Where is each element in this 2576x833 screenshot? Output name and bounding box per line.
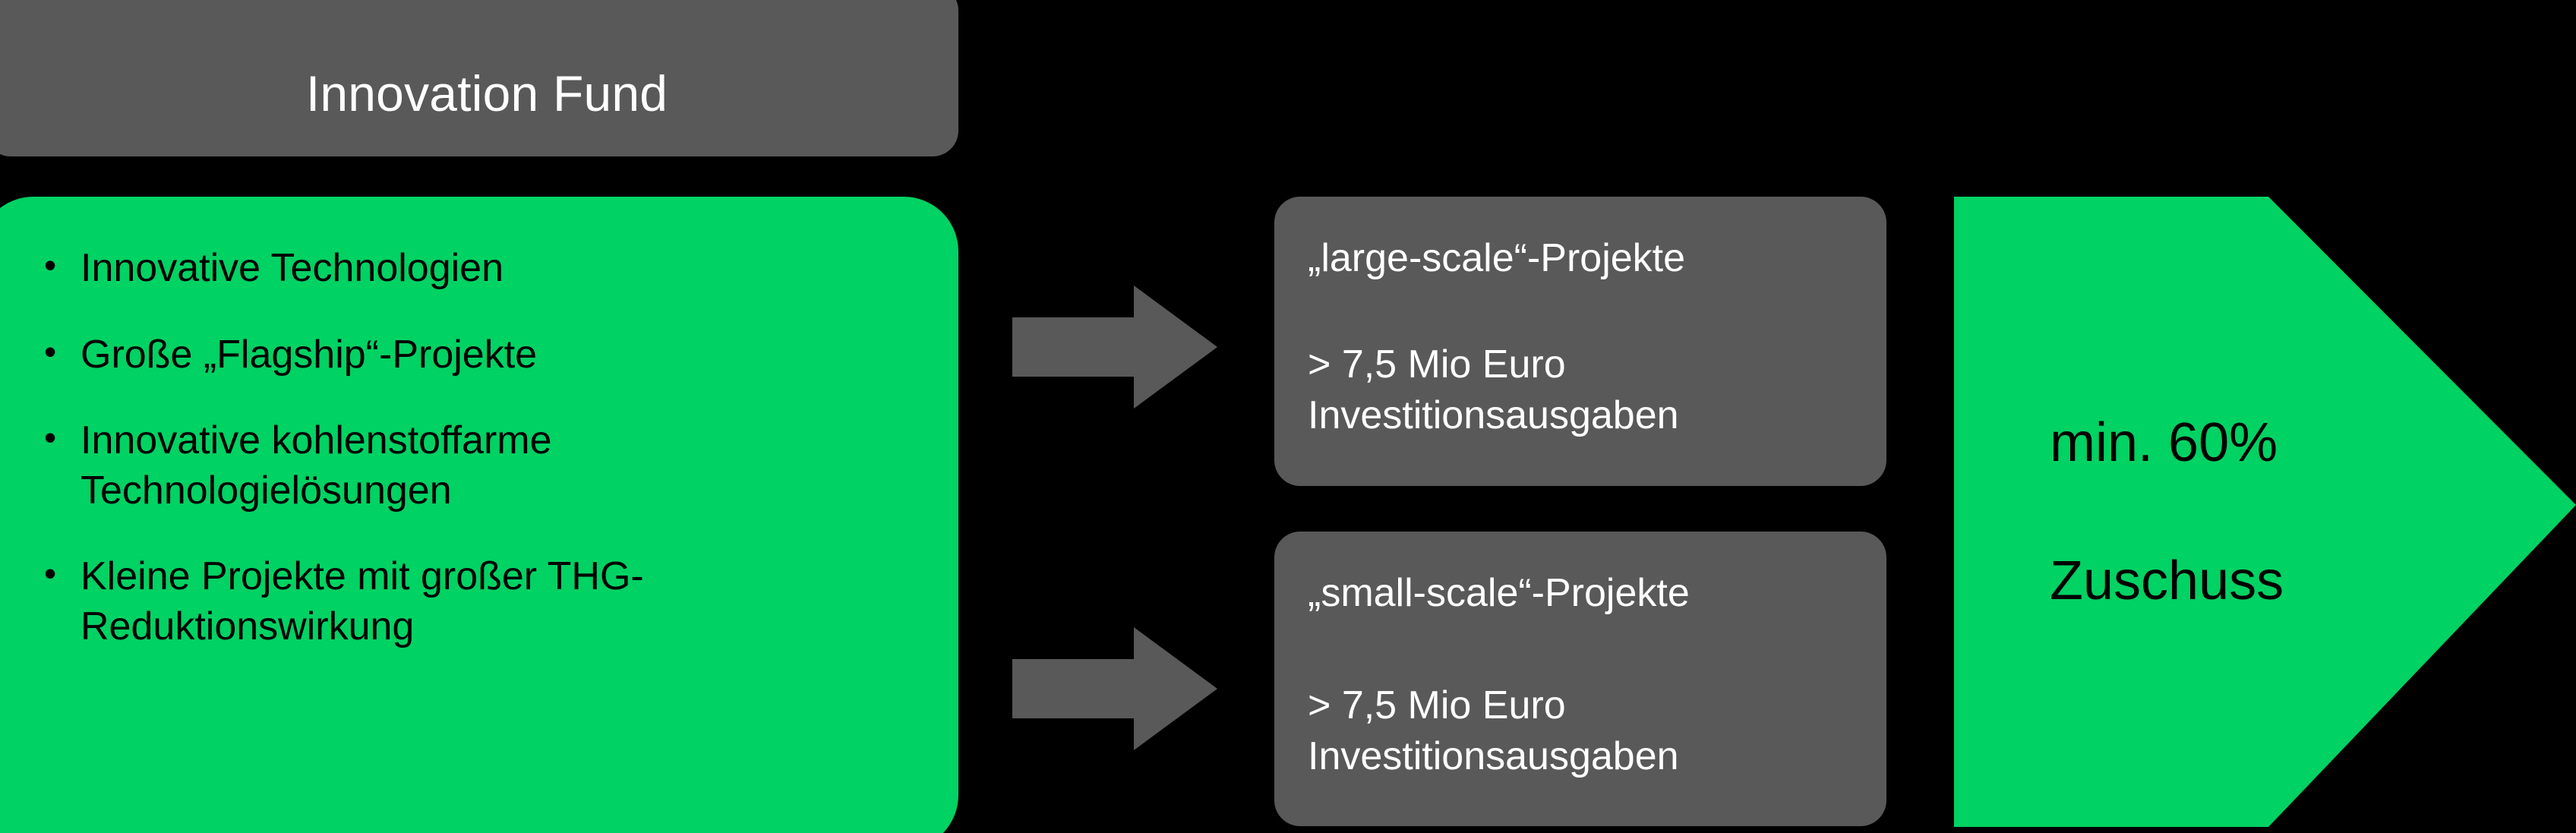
large-scale-project-card: „large-scale“-Projekte > 7,5 Mio Euro In… bbox=[1274, 197, 1886, 486]
criteria-list: • Innovative Technologien • Große „Flags… bbox=[21, 197, 958, 826]
criteria-item-label: Kleine Projekte mit großer THG-Reduktion… bbox=[80, 554, 644, 648]
large-scale-heading: „large-scale“-Projekte bbox=[1308, 236, 1686, 280]
list-item: • Große „Flagship“-Projekte bbox=[44, 330, 925, 380]
small-scale-threshold: > 7,5 Mio Euro bbox=[1308, 683, 1566, 728]
arrow-to-large-scale-icon bbox=[1012, 286, 1217, 409]
large-scale-threshold-unit: Investitionsausgaben bbox=[1308, 393, 1679, 437]
list-item: • Kleine Projekte mit großer THG-Redukti… bbox=[44, 552, 925, 652]
criteria-item-label: Innovative Technologien bbox=[80, 246, 504, 290]
criteria-panel-background bbox=[0, 197, 958, 833]
arrow-to-small-scale-icon bbox=[1012, 627, 1217, 750]
criteria-item-label: Innovative kohlenstoffarme Technologielö… bbox=[80, 418, 552, 513]
outcome-chevron-shape bbox=[1954, 197, 2576, 827]
list-item: • Innovative Technologien bbox=[44, 244, 925, 294]
innovation-fund-title-box bbox=[0, 0, 958, 156]
bullet-dot-icon: • bbox=[44, 554, 57, 594]
page-title: Innovation Fund bbox=[305, 65, 668, 121]
large-scale-threshold: > 7,5 Mio Euro bbox=[1308, 342, 1566, 387]
list-item: • Innovative kohlenstoffarme Technologie… bbox=[44, 416, 925, 516]
small-scale-heading: „small-scale“-Projekte bbox=[1308, 571, 1690, 615]
small-scale-threshold-unit: Investitionsausgaben bbox=[1308, 734, 1679, 778]
bullet-dot-icon: • bbox=[44, 331, 57, 371]
bullet-dot-icon: • bbox=[44, 245, 57, 285]
small-scale-project-card: „small-scale“-Projekte > 7,5 Mio Euro In… bbox=[1274, 532, 1886, 826]
criteria-item-label: Große „Flagship“-Projekte bbox=[80, 332, 538, 377]
bullet-dot-icon: • bbox=[44, 418, 57, 458]
